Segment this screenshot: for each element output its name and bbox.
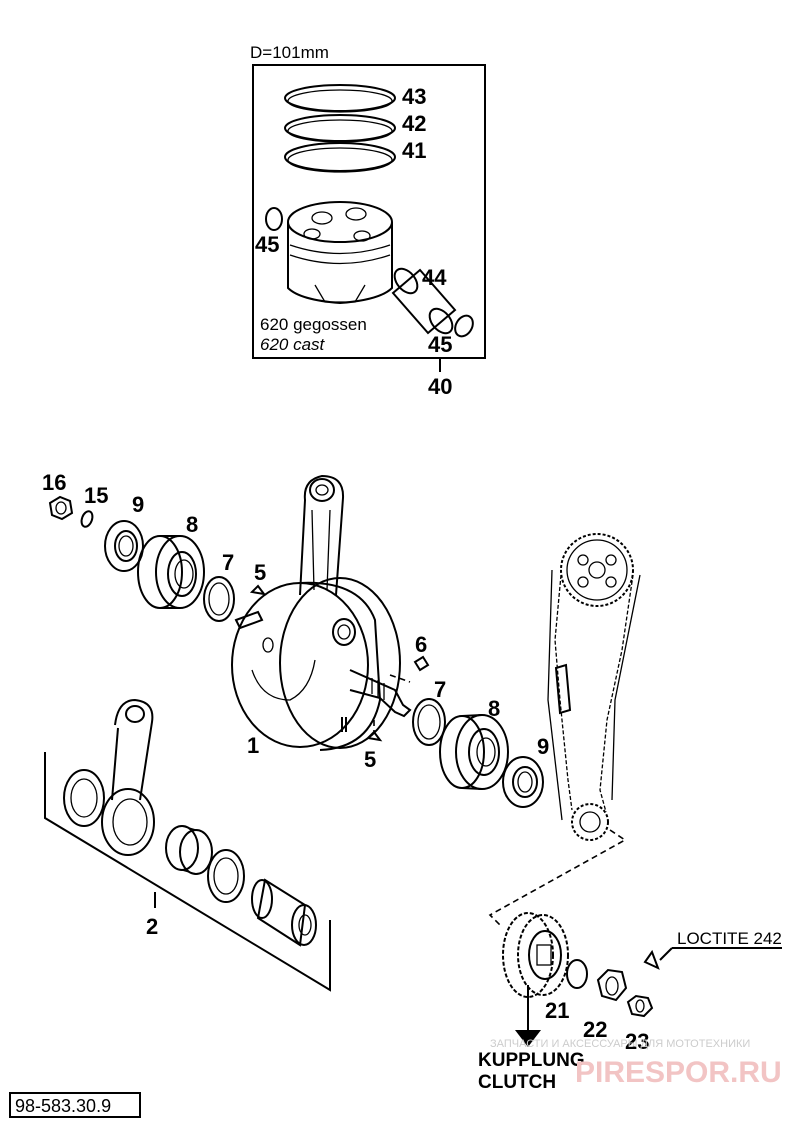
callout-41: 41 <box>402 138 426 163</box>
callout-9-right: 9 <box>537 734 549 759</box>
callout-42: 42 <box>402 111 426 136</box>
callout-6: 6 <box>415 632 427 657</box>
assembly-path <box>488 829 627 926</box>
seal-right <box>502 756 544 808</box>
part-number-box <box>9 1092 141 1118</box>
piston-pin <box>391 267 457 335</box>
crankshaft <box>231 577 412 751</box>
key-gear <box>643 949 660 970</box>
primary-gear <box>502 912 569 998</box>
callout-45-left: 45 <box>255 232 279 257</box>
crank-sprocket <box>571 803 609 841</box>
callout-8-right: 8 <box>488 696 500 721</box>
callout-44: 44 <box>422 265 447 290</box>
circlip-21 <box>566 959 588 989</box>
small-nut-23 <box>626 994 654 1018</box>
callout-5-right: 5 <box>364 747 376 772</box>
seal-left <box>104 520 144 572</box>
callout-23: 23 <box>625 1029 649 1054</box>
conrod-upper <box>299 474 345 596</box>
callout-9-left: 9 <box>132 492 144 517</box>
piston-rings <box>284 84 396 173</box>
callout-16: 16 <box>42 470 66 495</box>
key-right-top <box>413 655 430 672</box>
callout-8-left: 8 <box>186 512 198 537</box>
callout-5-left: 5 <box>254 560 266 585</box>
diameter-label: D=101mm <box>250 43 329 62</box>
note-cast-en: 620 cast <box>260 335 326 354</box>
callout-1: 1 <box>247 733 259 758</box>
callout-2: 2 <box>146 914 158 939</box>
bearing-right <box>439 714 509 790</box>
circlip-right <box>454 314 474 338</box>
note-cast-de: 620 gegossen <box>260 315 367 334</box>
callout-15: 15 <box>84 483 108 508</box>
callout-40: 40 <box>428 374 452 399</box>
callout-45-right: 45 <box>428 332 452 357</box>
chain-guide <box>554 663 572 715</box>
shim-right <box>412 698 446 746</box>
nut-16 <box>48 495 74 521</box>
direction-en: CLUTCH <box>478 1072 556 1093</box>
gear-nut-22 <box>596 968 628 1002</box>
crank-pin <box>251 878 317 947</box>
washer-15 <box>80 510 94 528</box>
direction-de: KUPPLUNG <box>478 1050 585 1071</box>
callout-22: 22 <box>583 1017 607 1042</box>
callout-7-left: 7 <box>222 550 234 575</box>
key-right-bottom <box>365 730 383 742</box>
circlip-left <box>265 207 283 231</box>
conrod-kit <box>44 698 331 992</box>
loctite-label: LOCTITE 242 <box>677 929 782 948</box>
piston-box-frame <box>252 64 486 359</box>
callout-43: 43 <box>402 84 426 109</box>
piston <box>287 201 393 305</box>
callout-21: 21 <box>545 998 569 1023</box>
key-left <box>249 584 267 596</box>
callout-7-right: 7 <box>434 677 446 702</box>
bearing-left <box>137 535 205 609</box>
shim-left <box>203 576 235 622</box>
camshaft-sprocket <box>560 533 634 607</box>
watermark-small: ЗАПЧАСТИ И АКСЕССУАРЫ ДЛЯ МОТОТЕХНИКИ <box>490 1038 750 1050</box>
watermark-large: PIRESPOR.RU <box>575 1056 782 1089</box>
clutch-arrow-head <box>515 1030 541 1047</box>
part-number: 98-583.30.9 <box>15 1096 111 1116</box>
timing-chain <box>547 569 641 821</box>
needle-bearing <box>165 825 213 875</box>
